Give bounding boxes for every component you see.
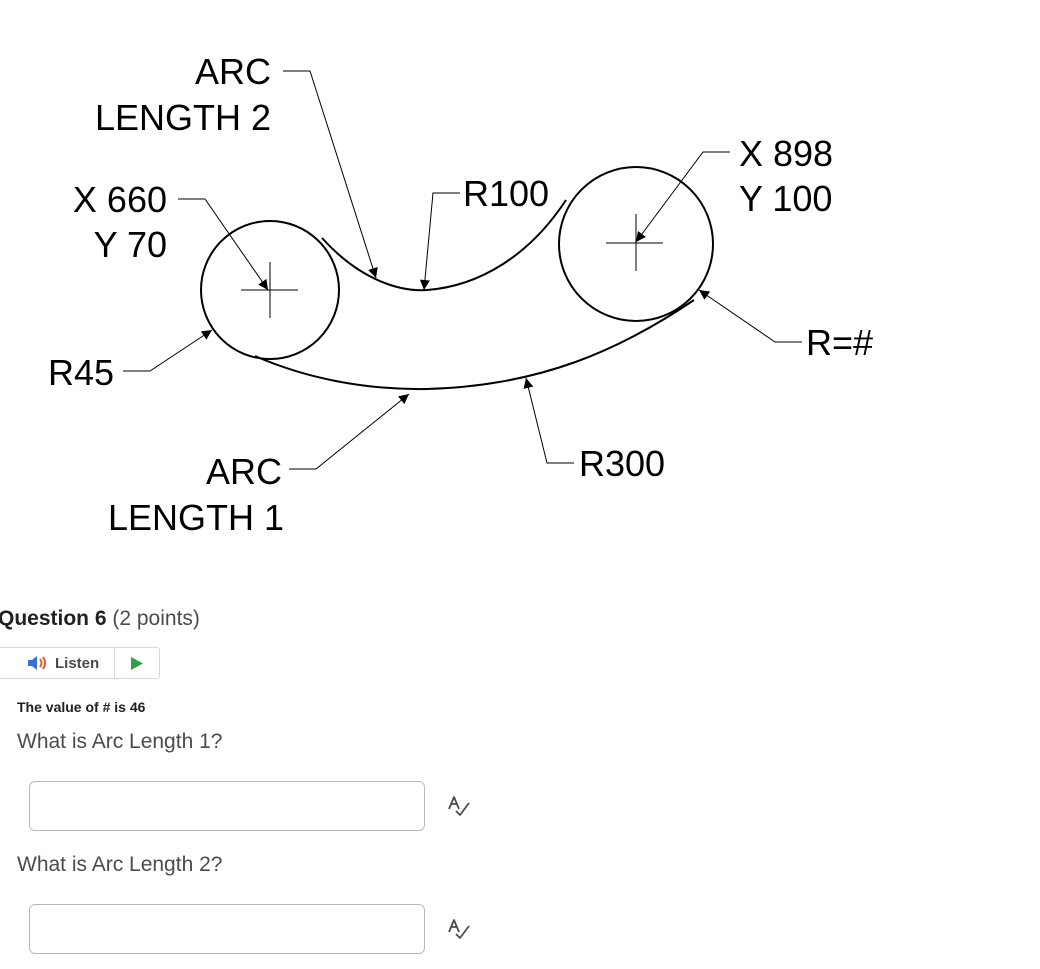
question-title: Question 6 <box>0 607 107 630</box>
arc-length-1-label-line2: LENGTH 1 <box>108 497 284 538</box>
right-center-x-label: X 898 <box>739 133 833 174</box>
right-center-y-label: Y 100 <box>739 178 832 219</box>
r45-label: R45 <box>48 352 114 393</box>
play-icon <box>131 656 143 670</box>
arc-length-2-label-line1: ARC <box>195 51 271 92</box>
play-button[interactable] <box>115 648 159 678</box>
r300-label: R300 <box>579 443 665 484</box>
left-center-mark <box>241 262 298 318</box>
technical-drawing: ARC LENGTH 2 X 660 Y 70 R100 X 898 Y 100… <box>48 51 873 538</box>
prompt-arc-length-2: What is Arc Length 2? <box>17 853 223 876</box>
spellcheck-icon[interactable] <box>447 917 471 941</box>
r-hash-label: R=# <box>806 322 873 363</box>
leader-right-center <box>635 151 730 243</box>
right-center-mark <box>606 214 663 271</box>
arc-length-1-label-line1: ARC <box>206 451 282 492</box>
listen-button[interactable]: Listen <box>0 648 115 678</box>
left-circle <box>200 220 340 360</box>
question-note: The value of # is 46 <box>17 699 146 715</box>
right-circle <box>558 166 714 322</box>
leader-r-hash <box>698 289 802 343</box>
left-center-x-label: X 660 <box>73 179 167 220</box>
arc-length-2-label-line2: LENGTH 2 <box>95 97 271 138</box>
question-header: Question 6 (2 points) <box>0 607 200 631</box>
listen-label: Listen <box>55 654 100 672</box>
leader-arc-length-2 <box>283 70 378 279</box>
listen-widget: Listen <box>0 647 160 679</box>
answer-input-arc-length-2[interactable] <box>29 904 425 954</box>
prompt-arc-length-1: What is Arc Length 1? <box>17 730 223 753</box>
arc-length-1-curve <box>254 299 695 391</box>
speaker-icon <box>28 656 46 670</box>
answer-input-arc-length-1[interactable] <box>29 781 425 831</box>
left-center-y-label: Y 70 <box>94 224 167 265</box>
leader-arc-length-1 <box>289 393 410 470</box>
spellcheck-icon[interactable] <box>447 794 471 818</box>
leader-r45 <box>123 329 213 372</box>
leader-left-center <box>178 198 269 291</box>
leader-r100 <box>419 192 460 291</box>
question-points: (2 points) <box>112 607 200 630</box>
r100-label: R100 <box>463 173 549 214</box>
leader-r300 <box>523 377 574 464</box>
